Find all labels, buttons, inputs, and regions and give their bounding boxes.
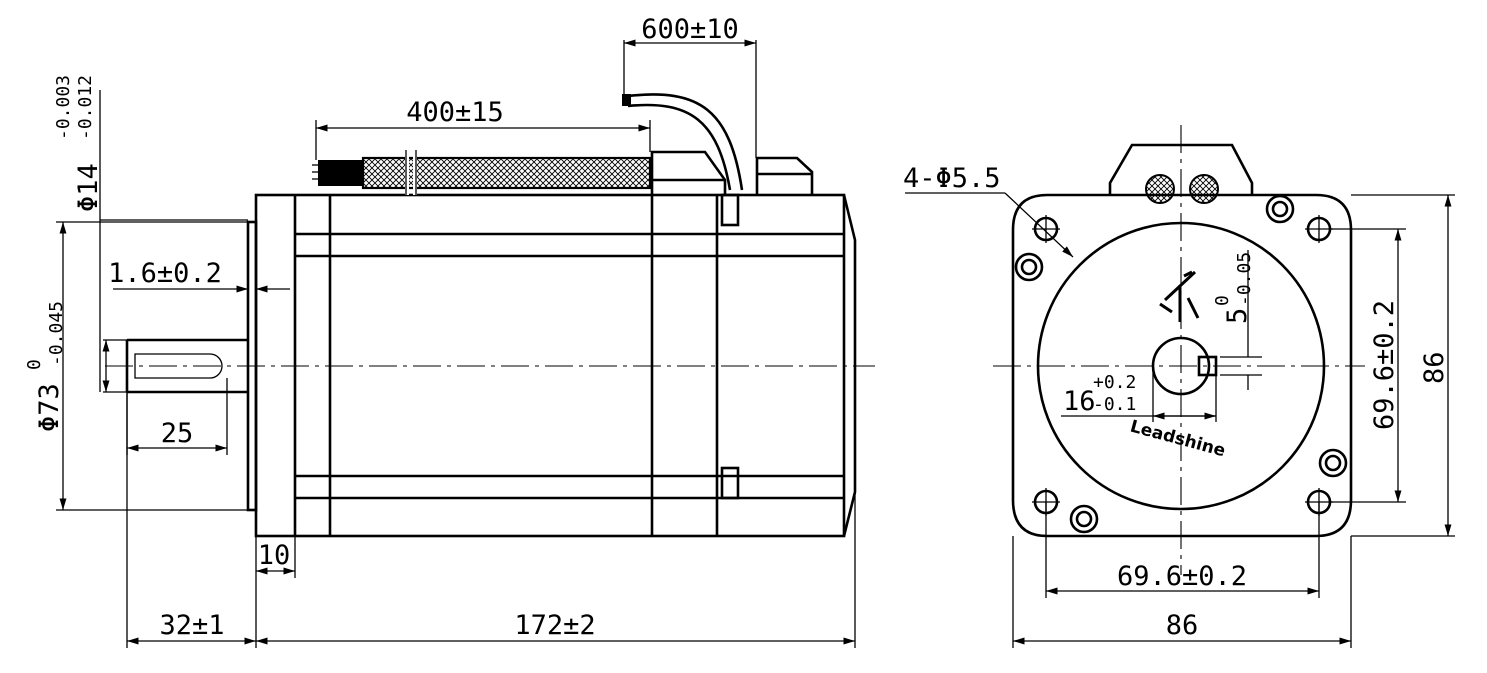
- key-length-label: 25: [161, 418, 194, 449]
- wire-length-label: 400±15: [406, 97, 504, 128]
- motor-body: [254, 193, 857, 538]
- flange-height-label: 86: [1419, 351, 1450, 384]
- key-height-label: 16: [1063, 386, 1096, 417]
- key-height-upper-tol: +0.2: [1093, 372, 1136, 393]
- key-end: [1197, 355, 1218, 377]
- brand-label: Leadshine: [1128, 417, 1228, 462]
- flange-screws: [1014, 194, 1348, 534]
- pilot-circle: [1036, 221, 1326, 511]
- pilot-dia-upper-tol: 0: [24, 359, 45, 370]
- key-width-lower-tol: -0.05: [1234, 252, 1255, 306]
- shaft-dia-label: Φ14: [73, 163, 104, 212]
- front-view: Leadshine 4-Φ5.5 5 0 -0.05 16 +0.2 -0.1 …: [903, 125, 1455, 648]
- logo-icon: [1159, 270, 1200, 322]
- pilot-dia-label: Φ73: [34, 383, 65, 432]
- flange-thickness-label: 10: [258, 540, 291, 571]
- key-width-upper-tol: 0: [1212, 295, 1233, 306]
- flange-width-label: 86: [1166, 610, 1199, 641]
- key-height-lower-tol: -0.1: [1093, 394, 1136, 415]
- cable-length-label: 600±10: [641, 14, 739, 45]
- pilot-dia-lower-tol: -0.045: [46, 301, 67, 366]
- shaft-key: [134, 353, 223, 379]
- hole-spacing-horizontal-label: 69.6±0.2: [1117, 561, 1247, 592]
- pilot-thickness-label: 1.6±0.2: [108, 258, 222, 289]
- side-view: 600±10 400±15 Φ14 -0.003 -0.012 Φ73 0 -0…: [24, 14, 875, 648]
- shaft-dia-lower-tol: -0.012: [75, 75, 96, 140]
- mount-holes-label: 4-Φ5.5: [903, 163, 1001, 194]
- body-length-label: 172±2: [514, 610, 595, 641]
- key-width-label: 5: [1222, 308, 1253, 324]
- shaft-dia-upper-tol: -0.003: [53, 75, 74, 140]
- hole-spacing-vertical-label: 69.6±0.2: [1369, 300, 1400, 430]
- shaft-length-label: 32±1: [159, 610, 224, 641]
- flange-square: [1011, 193, 1353, 538]
- cable-assembly: [312, 93, 814, 195]
- shaft: [125, 338, 248, 394]
- connector-housing: [1108, 143, 1254, 195]
